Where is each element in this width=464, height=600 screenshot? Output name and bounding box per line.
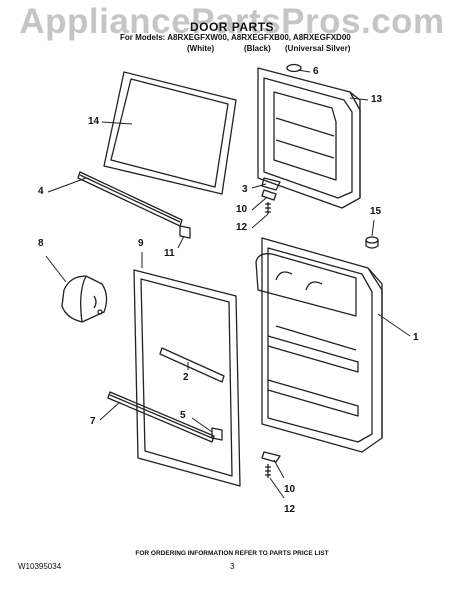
- callout-9: 9: [138, 238, 144, 249]
- callout-4: 4: [38, 186, 44, 197]
- callout-10a: 10: [236, 204, 248, 215]
- variant-silver: (Universal Silver): [285, 44, 351, 53]
- callout-11: 11: [164, 248, 175, 259]
- callout-1: 1: [413, 332, 419, 343]
- document-number: W10395034: [18, 562, 62, 571]
- fresh-food-hinge-parts: [261, 451, 281, 478]
- callout-14: 14: [88, 116, 100, 127]
- callout-12b: 12: [284, 504, 296, 515]
- callout-3: 3: [242, 184, 248, 195]
- ordering-note: FOR ORDERING INFORMATION REFER TO PARTS …: [135, 550, 329, 557]
- freezer-trim-part: [77, 171, 183, 227]
- callout-5: 5: [180, 410, 186, 421]
- trim-clip-part: [179, 225, 191, 239]
- models-line: For Models: A8RXEGFXW00, A8RXEGFXB00, A8…: [120, 33, 351, 42]
- fresh-food-gasket-part: [133, 269, 241, 487]
- door-trim-part: [159, 347, 225, 383]
- cap-part: [365, 236, 379, 249]
- callout-2: 2: [183, 372, 189, 383]
- callout-8: 8: [38, 238, 44, 249]
- callout-7: 7: [90, 416, 96, 427]
- dairy-door-part: [61, 275, 108, 323]
- freezer-gasket-part: [103, 71, 237, 195]
- lower-clip-part: [211, 427, 223, 441]
- callout-10b: 10: [284, 484, 296, 495]
- fresh-food-door-part: [255, 237, 383, 453]
- variant-white: (White): [187, 44, 215, 53]
- variant-black: (Black): [244, 44, 271, 53]
- page-number: 3: [230, 562, 235, 571]
- callout-6: 6: [313, 66, 319, 77]
- lower-trim-part: [107, 391, 215, 443]
- callout-12a: 12: [236, 222, 248, 233]
- watermark: AppliancePartsPros.com: [19, 2, 445, 41]
- freezer-hinge-parts: [261, 177, 281, 214]
- page-title: DOOR PARTS: [189, 20, 275, 34]
- callout-15: 15: [370, 206, 382, 217]
- cam-part: [286, 63, 302, 73]
- callout-13: 13: [371, 94, 383, 105]
- freezer-door-part: [257, 67, 361, 209]
